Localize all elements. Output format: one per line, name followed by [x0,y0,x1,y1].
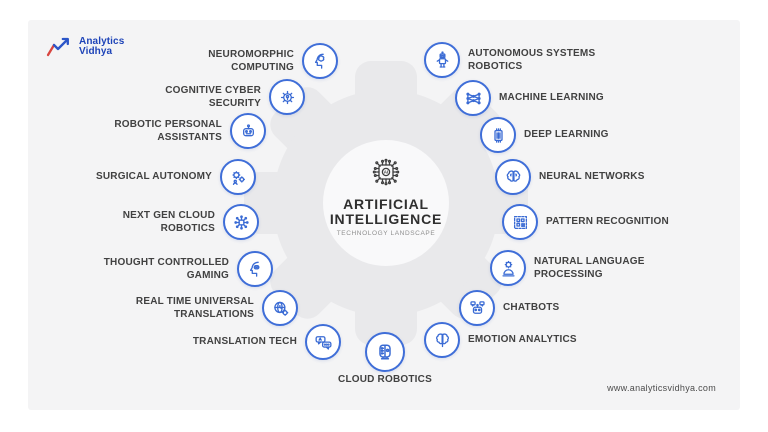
network-icon [455,80,491,116]
globe-time-icon [262,290,298,326]
head-game-icon [237,251,273,287]
trend-arrow-icon [46,37,69,57]
item-label: TRANSLATION TECH [192,336,297,347]
item-label: NEXT GEN CLOUD ROBOTICS [122,210,215,234]
item-label: NEUROMORPHIC COMPUTING [208,49,294,73]
svg-text:AI: AI [384,170,388,175]
grid-pattern-icon [502,204,538,240]
circuit-icon [223,204,259,240]
virus-icon [269,79,305,115]
robot-head-icon [365,332,405,372]
item-label: PATTERN RECOGNITION [546,216,669,227]
item-label: REAL TIME UNIVERSAL TRANSLATIONS [135,296,254,320]
item-label: DEEP LEARNING [524,129,609,140]
brand-wordmark: Analytics Vidhya [79,35,125,58]
item-label: NEURAL NETWORKS [539,171,645,182]
brain-split-icon [424,322,460,358]
item-label: THOUGHT CONTROLLED GAMING [103,257,229,281]
robot-face-icon [230,113,266,149]
brand-line2: Vidhya [79,46,113,57]
head-brain-icon [302,43,338,79]
robot-icon [424,42,460,78]
brand-logo: Analytics Vidhya [46,36,124,58]
chip-icon [480,117,516,153]
item-label: CHATBOTS [503,302,560,313]
item-label: COGNITIVE CYBER SECURITY [165,85,261,109]
website-url-link[interactable]: www.analyticsvidhya.com [607,383,716,393]
item-label: SURGICAL AUTONOMY [96,171,212,182]
chat-bot-icon [459,290,495,326]
item-label: MACHINE LEARNING [499,92,604,103]
center-title-block: AI ARTIFICIAL INTELLIGENCE TECHNOLOGY LA… [296,152,476,237]
item-label: AUTONOMOUS SYSTEMS ROBOTICS [468,48,596,72]
gears-icon [220,159,256,195]
item-label: NATURAL LANGUAGE PROCESSING [534,256,645,280]
ai-chip-icon: AI [372,158,400,186]
center-title-line1: ARTIFICIAL [343,196,429,212]
brain-icon [495,159,531,195]
item-label: EMOTION ANALYTICS [468,334,577,345]
center-title-line2: INTELLIGENCE [329,211,443,227]
item-label: ROBOTIC PERSONAL ASSISTANTS [114,119,222,143]
center-subtitle: TECHNOLOGY LANDSCAPE [336,230,436,237]
brand-line1: Analytics [79,35,125,47]
item-label: CLOUD ROBOTICS [338,374,432,385]
speech-bubbles-icon [305,324,341,360]
person-gear-icon [490,250,526,286]
